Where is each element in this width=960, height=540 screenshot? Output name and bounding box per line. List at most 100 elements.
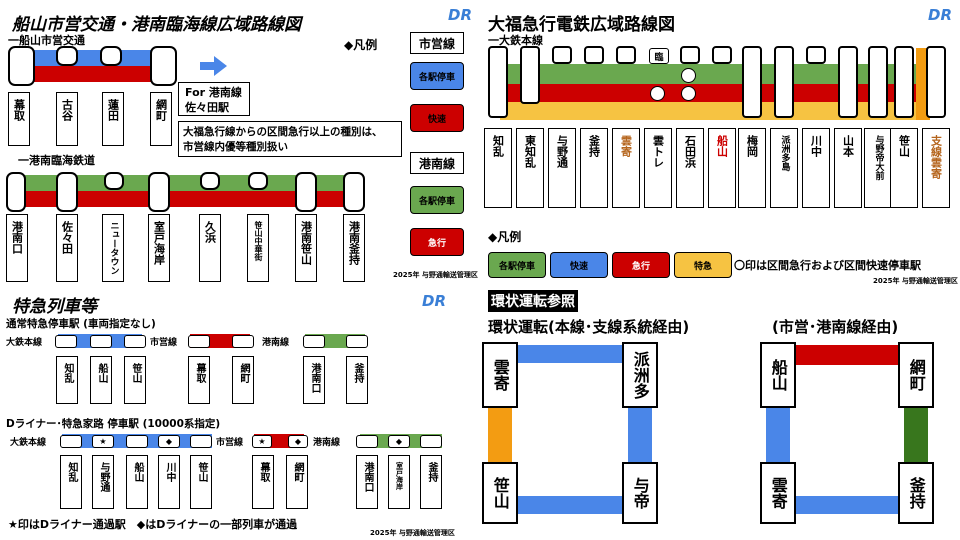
bl-dr-logo: DR (422, 292, 447, 310)
bl-title: 特急列車等 (12, 297, 97, 317)
tl-line1-red-band (20, 66, 165, 82)
tl-line2-station: 久浜 (199, 214, 221, 282)
tl-legend-city-line: 市営線 (410, 32, 464, 54)
bl-footnote: ★印はDライナー通過駅 ◆はDライナーの一部列車が通過 (8, 518, 298, 531)
bl-stop-box (356, 435, 378, 448)
tr-stop-box (742, 46, 762, 118)
tl-line2-stop (104, 172, 124, 190)
bl-s2-station: 室戸海岸 (388, 455, 410, 509)
tr-stop-box (806, 46, 826, 64)
tr-station-name: 笹山 (890, 128, 918, 208)
tr-green-band (500, 64, 930, 84)
tr-line-label: 一大鉄本線 (488, 34, 543, 47)
br-right-left-band (766, 402, 790, 472)
bl-s2-title: Dライナー･特急家路 停車駅 (10000系指定) (6, 418, 221, 430)
tr-legend-rapid: 快速 (550, 252, 608, 278)
br-right-title: (市営･港南線経由) (772, 318, 899, 336)
tl-line2-stop (248, 172, 268, 190)
tr-legend-local: 各駅停車 (488, 252, 546, 278)
tr-stop-box (774, 46, 794, 118)
tl-legend-konan-line: 港南線 (410, 152, 464, 174)
br-right-bottom-band (790, 496, 910, 514)
tl-line2-label: 一港南臨海鉄道 (18, 154, 95, 167)
bl-s1-station: 港南口 (303, 356, 325, 404)
tl-line2-station: 港南釜持 (343, 214, 365, 282)
br-right-station: 雲寄 (760, 462, 796, 524)
tr-legend-title: ◆凡例 (488, 230, 522, 244)
tl-note-box: 大福急行線からの区間急行以上の種別は、 市営線内優等種別扱い (178, 121, 402, 157)
bl-s2-station: 与野通 (92, 455, 114, 509)
br-left-orange-band (488, 402, 512, 472)
bl-s2-city-label: 市営線 (216, 438, 244, 448)
bl-stop-box (303, 335, 325, 348)
tl-line1-stop (56, 46, 78, 66)
tr-station-name: 与野通 (548, 128, 576, 208)
br-left-station: 雲寄 (482, 342, 518, 408)
tl-line2-green-band (14, 175, 364, 191)
tl-line1-station: 古谷 (56, 92, 78, 146)
bl-stop-box (60, 435, 82, 448)
tr-stop-box (712, 46, 732, 64)
br-right-top-band (790, 345, 910, 365)
bl-s1-daitetsu-label: 大鉄本線 (6, 338, 43, 348)
bl-s1-title: 通常特急停車駅 (車両指定なし) (6, 318, 156, 330)
tr-red-band (500, 84, 920, 102)
bl-s1-station: 知乱 (56, 356, 78, 404)
tl-line1-stop (100, 46, 122, 66)
diamond-mark: ◆ (388, 435, 410, 448)
tr-station-name: 梅岡 (738, 128, 766, 208)
bl-stop-box (190, 435, 212, 448)
tr-station-name: 東知乱 (516, 128, 544, 208)
bl-s1-station: 網町 (232, 356, 254, 404)
br-right-station: 船山 (760, 342, 796, 408)
bl-stop-box (346, 335, 368, 348)
bl-s1-station: 船山 (90, 356, 112, 404)
br-left-station: 与帝 (622, 462, 658, 524)
tr-stop-box (520, 46, 540, 104)
tl-line2-terminal-right (343, 172, 365, 212)
tl-line2-stop (56, 172, 78, 212)
tl-line2-station: 笹山中華街 (247, 214, 269, 282)
tr-stop-box (584, 46, 604, 64)
tl-credit: 2025年 与野通輸送管理区 (393, 271, 478, 279)
bl-s2-station: 港南口 (356, 455, 378, 509)
tl-legend-city-local: 各駅停車 (410, 62, 464, 90)
tl-line2-stop (148, 172, 170, 212)
br-left-station: 笹山 (482, 462, 518, 524)
tr-circle-mark (650, 86, 665, 101)
br-left-bottom-band (512, 496, 632, 514)
tl-line2-station: 港南口 (6, 214, 28, 282)
tr-title: 大福急行電鉄広域路線図 (488, 15, 675, 35)
bl-s2-station: 知乱 (60, 455, 82, 509)
tr-station-name: 支線雲寄 (922, 128, 950, 208)
tl-legend-title: ◆凡例 (344, 38, 378, 52)
tr-circle-mark (681, 68, 696, 83)
tr-station-name: 知乱 (484, 128, 512, 208)
tl-line1-terminal-left (8, 46, 35, 86)
bl-s1-city-label: 市営線 (150, 338, 178, 348)
tl-title: 船山市営交通・港南臨海線広域路線図 (12, 15, 301, 35)
tl-line2-terminal-left (6, 172, 26, 212)
tr-station-name: 派洲多島 (770, 128, 798, 208)
br-left-title: 環状運転(本線･支線系統経由) (488, 318, 690, 336)
tl-line2-station: 港南笹山 (295, 214, 317, 282)
br-right-station: 網町 (898, 342, 934, 408)
tr-legend-note: 〇印は区間急行および区間快速停車駅 (734, 259, 921, 272)
tr-legend-express: 急行 (612, 252, 670, 278)
bl-s2-konan-label: 港南線 (313, 438, 341, 448)
bl-s2-station: 船山 (126, 455, 148, 509)
tl-for-konan-box: For 港南線 佐々田駅 (178, 82, 250, 116)
tr-rinji-box: 臨 (649, 48, 669, 64)
tl-line1-station: 幕取 (8, 92, 30, 146)
tl-line2-station: 佐々田 (56, 214, 78, 282)
bl-stop-box (420, 435, 442, 448)
tr-station-name: 船山 (708, 128, 736, 208)
tr-station-name: 山本 (834, 128, 862, 208)
bl-s1-station: 笹山 (124, 356, 146, 404)
br-header: 環状運転参照 (488, 290, 578, 312)
tr-stop-box (894, 46, 914, 118)
bl-stop-box (90, 335, 112, 348)
tl-line2-station: 室戸海岸 (148, 214, 170, 282)
bl-s2-daitetsu-label: 大鉄本線 (10, 438, 47, 448)
bl-s2-station: 釜持 (420, 455, 442, 509)
